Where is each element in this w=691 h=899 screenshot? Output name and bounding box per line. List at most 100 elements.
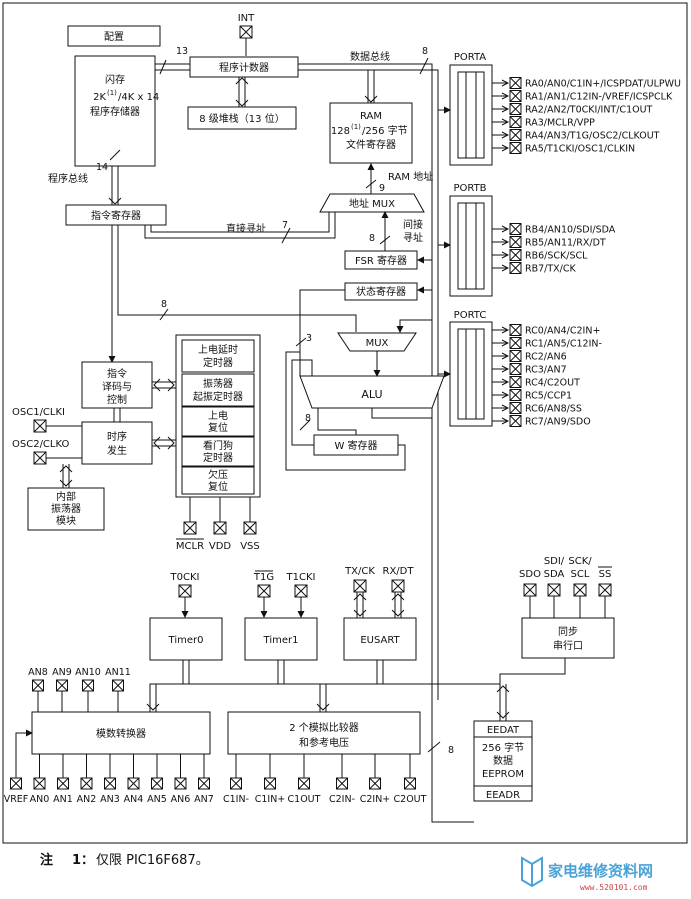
adc-pin-label: AN4: [124, 794, 144, 805]
txck-label: TX/CK: [344, 566, 375, 577]
portc-pin-label: RC5/CCP1: [525, 391, 572, 402]
t1g-label: T1G: [253, 572, 274, 583]
portc-pin-label: RC0/AN4/C2IN+: [525, 326, 600, 337]
por-label-2: 复位: [208, 421, 228, 434]
mclr-pin-icon: [183, 521, 197, 535]
timer1-label: Timer1: [263, 635, 299, 646]
bus-width-14: 14: [96, 162, 108, 173]
decode-label-2: 译码与: [102, 381, 132, 393]
watermark-text: 家电维修资料网: [548, 862, 653, 880]
decode-label-1: 指令: [107, 367, 127, 380]
timer1-box: [244, 617, 318, 661]
pwrt-label-2: 定时器: [203, 356, 233, 369]
ram-label-2a: 128: [331, 126, 350, 137]
ssp-label-1: 同步: [558, 626, 578, 638]
t1cki-label: T1CKI: [286, 572, 316, 583]
bor-label-2: 复位: [208, 480, 228, 493]
ram-address-label: RAM 地址: [388, 170, 433, 183]
comparator-pin-icon: [404, 777, 416, 790]
sck-label-2: SCL: [571, 569, 590, 580]
direct-addr-bus: [144, 212, 336, 239]
adc-box: [31, 711, 211, 755]
eeprom-box: [473, 720, 533, 802]
flash-label-2a: 2K: [93, 92, 106, 103]
comparator-pin-icon: [336, 777, 348, 790]
data-bus-label: 数据总线: [350, 50, 390, 63]
comparator-pin-icon: [298, 777, 310, 790]
portc-pin-icon: [509, 389, 522, 401]
portb-pin-label: RB7/TX/CK: [525, 264, 577, 275]
comparator-label-1: 2 个模拟比较器: [289, 721, 359, 734]
adc-pin-label: AN0: [30, 794, 50, 805]
an-top-pin-icon: [32, 679, 44, 692]
por-box: [181, 406, 255, 437]
instruction-register-box: [65, 204, 167, 226]
program-bus-label: 程序总线: [48, 172, 88, 185]
flash-label-1: 闪存: [105, 73, 125, 86]
adc-pin-label: AN1: [53, 794, 73, 805]
porta-pin-icon: [509, 77, 522, 89]
t1cki-pin-icon: [294, 584, 308, 598]
direct-addr-label: 直接寻址: [226, 222, 266, 235]
config-label: 配置: [104, 31, 124, 43]
an-top-pin-icon: [82, 679, 94, 692]
watermark-url: www.520101.com: [580, 883, 648, 892]
indirect-label-1: 间接: [403, 218, 423, 231]
ssp-box: [521, 617, 615, 659]
stack-box: [187, 106, 297, 130]
adc-pin-label: VREF: [4, 794, 29, 805]
int-label: INT: [238, 13, 255, 24]
rxdt-label: RX/DT: [383, 566, 415, 577]
adc-pin-icon: [174, 777, 187, 790]
adc-pin-icon: [57, 777, 69, 790]
diagram-border: [2, 2, 688, 844]
bor-label-1: 欠压: [208, 468, 228, 481]
portc-pin-icon: [509, 337, 522, 349]
bor-box: [181, 466, 255, 495]
ir-mux-bus: [117, 225, 357, 332]
timer0-label: Timer0: [168, 635, 204, 646]
indirect-label-2: 寻址: [403, 231, 423, 244]
adc-pin-icon: [10, 777, 22, 790]
bus-width-3: 3: [306, 333, 312, 344]
vss-pin-icon: [243, 521, 257, 535]
intosc-label-2: 振荡器: [51, 502, 81, 515]
t0cki-label: T0CKI: [170, 572, 200, 583]
eeprom-label-3: EEPROM: [482, 769, 524, 780]
program-counter-label: 程序计数器: [219, 61, 269, 74]
wdt-label-2: 定时器: [203, 451, 233, 464]
sdi-pin-icon: [547, 583, 561, 597]
watermark-logo-icon: [521, 856, 543, 888]
t1g-pin-icon: [257, 584, 271, 598]
portb-pin-icon: [509, 223, 522, 235]
porta-label: PORTA: [454, 52, 486, 63]
portc-label: PORTC: [454, 310, 487, 321]
timing-label-1: 时序: [107, 430, 127, 443]
eeprom-label-2: 数据: [493, 754, 513, 767]
txck-pin-icon: [353, 579, 367, 593]
portc-pin-label: RC2/AN6: [525, 352, 567, 363]
adc-pin-label: AN2: [77, 794, 97, 805]
timer0-box: [149, 617, 223, 661]
adc-pin-icon: [104, 777, 116, 790]
program-counter-box: [189, 56, 299, 78]
flash-label-3: 程序存储器: [90, 105, 140, 118]
mux-label: MUX: [366, 338, 389, 349]
ssp-label-2: 串行口: [553, 639, 583, 652]
timing-label-2: 发生: [107, 444, 127, 457]
comparator-pin-label: C2IN+: [360, 794, 391, 805]
portc-pin-label: RC3/AN7: [525, 365, 567, 376]
address-mux-label: 地址 MUX: [349, 197, 395, 210]
portb-pin-label: RB4/AN10/SDI/SDA: [525, 225, 616, 236]
status-register-label: 状态寄存器: [356, 285, 406, 298]
portb-label: PORTB: [453, 183, 486, 194]
portc-pins: RC0/AN4/C2IN+RC1/AN5/C12IN-RC2/AN6RC3/AN…: [492, 324, 602, 428]
portb-pin-icon: [509, 249, 522, 261]
an-top-pin-icon: [56, 679, 68, 692]
ss-pin-icon: [598, 583, 612, 597]
note-label: 注: [40, 852, 53, 868]
